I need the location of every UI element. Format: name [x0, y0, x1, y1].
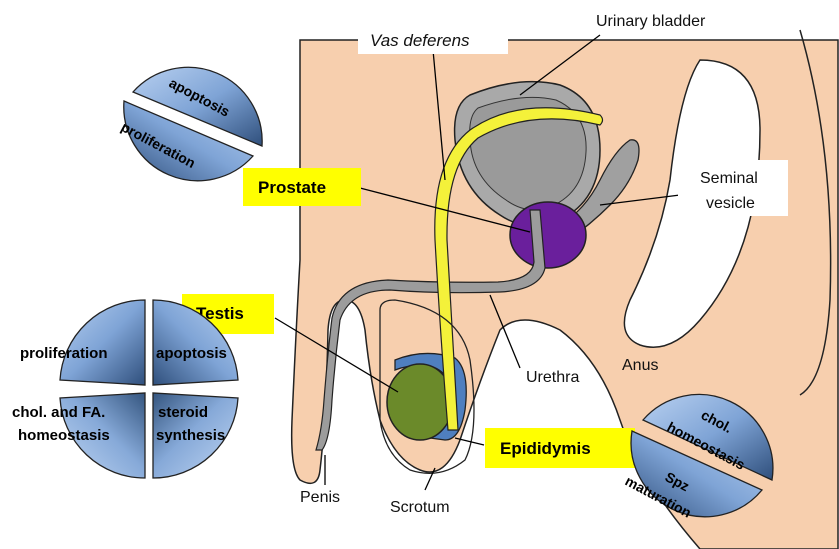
prostate-shape — [510, 202, 586, 268]
testis-function-circle: proliferation apoptosis chol. and FA. ho… — [12, 300, 238, 478]
seminal-vesicle-label-2: vesicle — [706, 195, 755, 212]
vas-deferens-label: Vas deferens — [370, 31, 470, 50]
prostate-function-circle: apoptosis proliferation — [119, 67, 263, 180]
testis-apoptosis-label: apoptosis — [156, 345, 227, 362]
testis-chol-fa-label-2: homeostasis — [18, 427, 110, 444]
seminal-vesicle-label-1: Seminal — [700, 170, 758, 187]
testis-q-top-left — [60, 300, 145, 385]
anus-label: Anus — [622, 357, 658, 374]
testis-shape — [387, 364, 453, 440]
urinary-bladder-label: Urinary bladder — [596, 13, 706, 30]
penis-label: Penis — [300, 489, 340, 506]
scrotum-label: Scrotum — [390, 499, 450, 516]
prostate-label: Prostate — [258, 178, 326, 197]
testis-steroid-label-1: steroid — [158, 404, 208, 421]
testis-steroid-label-2: synthesis — [156, 427, 225, 444]
epididymis-label: Epididymis — [500, 439, 591, 458]
testis-proliferation-label: proliferation — [20, 345, 108, 362]
testis-chol-fa-label-1: chol. and FA. — [12, 404, 105, 421]
urethra-label: Urethra — [526, 369, 579, 386]
